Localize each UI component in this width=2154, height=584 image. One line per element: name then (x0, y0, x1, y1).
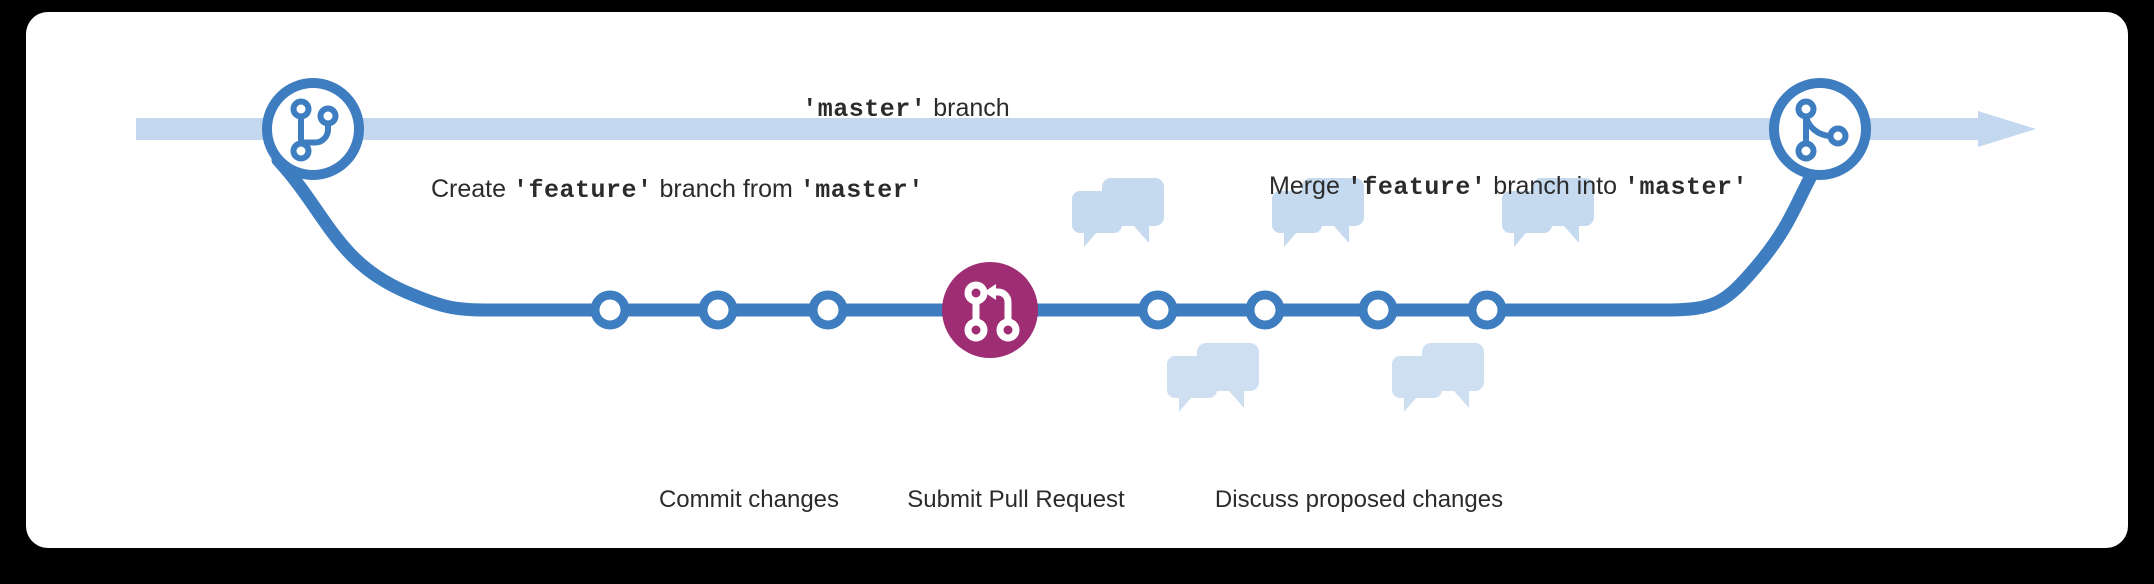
commit-dot[interactable] (590, 290, 630, 330)
merge-code-feature: 'feature' (1346, 173, 1487, 202)
commit-dots-right (1138, 290, 1507, 330)
pull-request-node[interactable] (942, 262, 1038, 358)
merge-mid: branch into (1486, 172, 1624, 200)
arrow-right-icon (1978, 111, 2036, 147)
comment-bubbles-upper (1072, 178, 1594, 247)
commit-dots-left (590, 290, 848, 330)
master-branch-line (136, 111, 2036, 147)
git-branch-icon (290, 98, 339, 162)
commit-dot[interactable] (808, 290, 848, 330)
git-branch-node[interactable] (262, 78, 364, 180)
commit-dot[interactable] (1245, 290, 1285, 330)
git-merge-node[interactable] (1769, 78, 1871, 180)
comment-bubble-icon (1502, 178, 1594, 247)
comment-bubble-icon (1272, 178, 1364, 247)
comment-bubbles-lower (1167, 343, 1484, 412)
commit-dot[interactable] (698, 290, 738, 330)
comment-bubble-icon (1167, 343, 1259, 412)
comment-bubble-icon (1392, 343, 1484, 412)
merge-branch-label: Merge 'feature' branch into 'master' (1269, 172, 1748, 202)
commit-dot[interactable] (1467, 290, 1507, 330)
caption-submit-pull-request: Submit Pull Request (907, 486, 1125, 513)
master-code-1: 'master' (802, 95, 927, 124)
git-merge-icon (1795, 98, 1849, 162)
diagram-card: 'master' branch Create 'feature' branch … (26, 12, 2128, 548)
git-flow-graphic (136, 78, 2036, 412)
create-prefix: Create (431, 175, 513, 203)
caption-discuss-proposed-changes: Discuss proposed changes (1214, 486, 1504, 513)
master-suffix: branch (926, 94, 1010, 122)
create-code-master: 'master' (799, 176, 924, 205)
merge-prefix: Merge (1269, 172, 1347, 200)
create-branch-label: Create 'feature' branch from 'master' (431, 175, 924, 205)
merge-code-master: 'master' (1623, 173, 1748, 202)
comment-bubble-icon (1072, 178, 1164, 247)
caption-commit-changes: Commit changes (658, 486, 840, 513)
commit-dot[interactable] (1358, 290, 1398, 330)
commit-dot[interactable] (1138, 290, 1178, 330)
create-mid: branch from (652, 175, 800, 203)
master-branch-label: 'master' branch (802, 94, 1009, 124)
feature-branch-line (271, 153, 1823, 317)
create-code-feature: 'feature' (512, 176, 653, 205)
git-pull-request-icon (964, 281, 1020, 342)
